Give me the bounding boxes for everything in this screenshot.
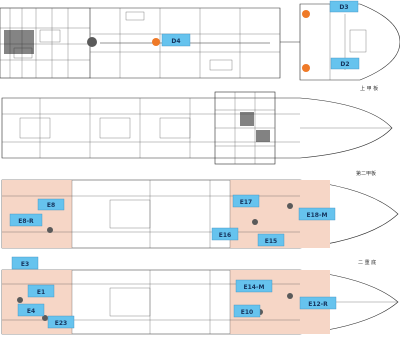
deck-upper: 上 甲 板 (1, 85, 393, 165)
deck-bottom: 二 重 底 E1 E4 E23 E14-M E10 E12-R (1, 259, 399, 335)
deck-second: 第二甲板 E8 E8-R E17 E18-M E16 E15 E3 (1, 170, 399, 270)
deck-label-upper: 上 甲 板 (360, 85, 378, 92)
tag-e8: E8 (37, 198, 65, 211)
tag-e4: E4 (17, 303, 45, 317)
tag-e12-r: E12-R (299, 296, 337, 310)
tag-d4-label: D4 (171, 38, 180, 45)
tag-e17: E17 (232, 194, 260, 208)
deck-label-bottom: 二 重 底 (358, 259, 376, 266)
tag-d3-label: D3 (339, 4, 348, 11)
tag-e8-r-label: E8-R (18, 218, 34, 225)
tag-e23: E23 (47, 315, 75, 329)
tag-e14-m: E14-M (235, 279, 273, 293)
tag-e18-m-label: E18-M (307, 212, 328, 219)
tag-d3: D3 (329, 0, 359, 13)
deck-label-second: 第二甲板 (356, 170, 376, 177)
tag-e10-label: E10 (241, 309, 253, 316)
tag-e17-label: E17 (240, 199, 252, 206)
deck-top: D3 D4 D2 (0, 0, 400, 82)
tag-e16-label: E16 (219, 232, 231, 239)
tag-e16: E16 (211, 227, 239, 241)
tag-e3-label: E3 (21, 261, 29, 268)
tag-e12-r-label: E12-R (308, 301, 328, 308)
tag-e8-r: E8-R (9, 213, 43, 227)
tag-e1-label: E1 (37, 289, 45, 296)
tag-d4: D4 (161, 33, 191, 47)
tag-e18-m: E18-M (298, 207, 336, 221)
tag-e10: E10 (233, 304, 261, 318)
tag-d2: D2 (330, 57, 360, 70)
tag-e3: E3 (11, 256, 39, 270)
tag-e15-label: E15 (265, 238, 277, 245)
tag-d2-label: D2 (340, 61, 349, 68)
tag-e8-label: E8 (47, 202, 55, 209)
tag-e14-m-label: E14-M (244, 284, 265, 291)
tag-e1: E1 (27, 284, 55, 298)
tag-e4-label: E4 (27, 308, 35, 315)
tag-e15: E15 (257, 233, 285, 247)
tag-e23-label: E23 (55, 320, 67, 327)
